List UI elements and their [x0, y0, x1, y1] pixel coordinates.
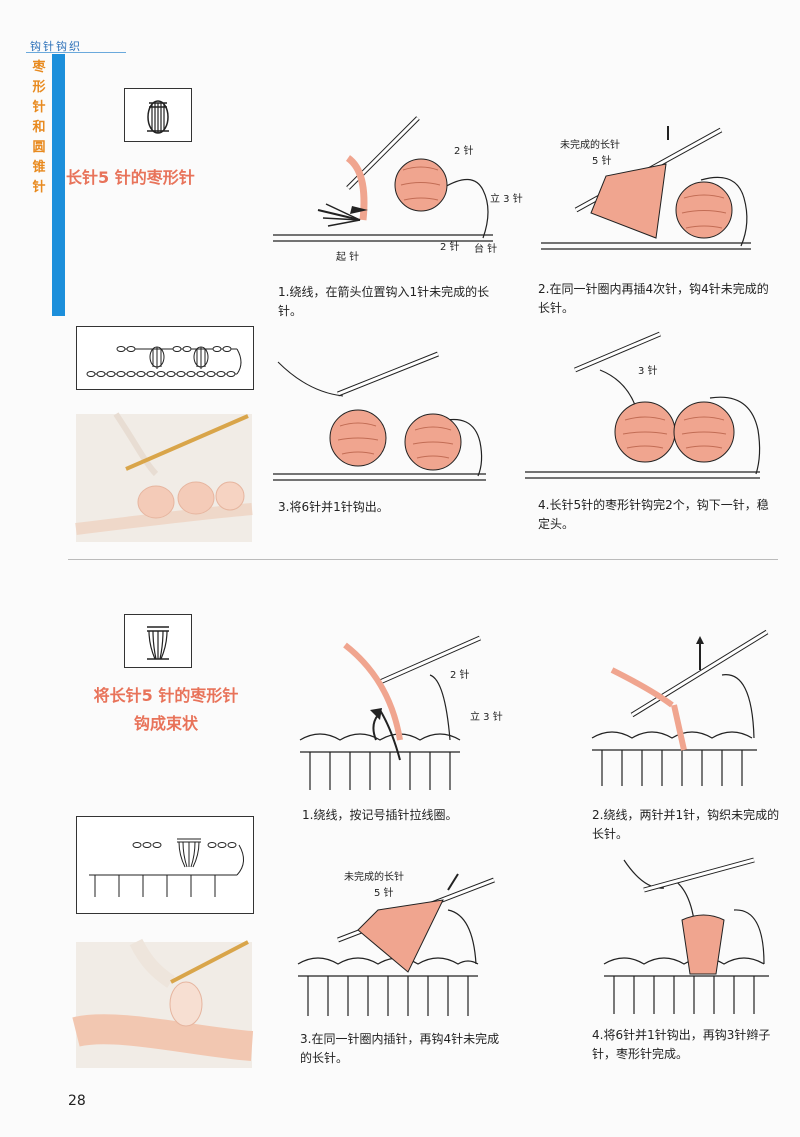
section1-stitch-chart: [76, 326, 254, 390]
section1-step1-illustration: 2 针 立 3 针 起 针 2 针 台 针: [273, 116, 523, 263]
sidebar-char: 形: [32, 80, 46, 95]
header-rule: [26, 52, 126, 53]
section1-step4-illustration: 3 针: [525, 331, 761, 479]
bobble-bundle-symbol-icon: [147, 626, 169, 660]
sidebar-char: 针: [32, 180, 46, 195]
section2-step1-caption: 1.绕线，按记号插针拉线圈。: [302, 808, 458, 822]
step-label: 起 针: [336, 250, 359, 263]
section2-step3-caption: 3.在同一针圈内插针，再钩4针未完成的长针。: [300, 1032, 500, 1065]
section2-step4-illustration: [603, 857, 769, 1014]
photo-illustration: [75, 412, 253, 542]
sidebar-char: 针: [32, 100, 46, 115]
step-label: 立 3 针: [470, 710, 503, 723]
sidebar-char: 和: [32, 120, 46, 135]
step-label: 5 针: [592, 154, 612, 167]
bobble-stitch-symbol-icon: [147, 100, 169, 134]
section1-step1-caption: 1.绕线，在箭头位置钩入1针未完成的长针。: [278, 285, 490, 318]
sidebar-vertical-title: 枣 形 针 和 圆 锥 针: [32, 58, 46, 198]
step-label: 2 针: [440, 240, 460, 253]
photo-illustration: [72, 938, 254, 1068]
step-label: 2 针: [450, 668, 470, 681]
section2-stitch-chart: [76, 816, 254, 914]
chart-diagram: [89, 838, 244, 897]
section1-photo: [75, 412, 253, 542]
sidebar-char: 锥: [32, 160, 46, 175]
section1-step2-illustration: 未完成的长针 5 针: [541, 126, 751, 250]
section2-step2-illustration: [591, 629, 769, 786]
sidebar-char: 圆: [32, 140, 46, 155]
section2-title-line1: 将长针5 针的枣形针: [93, 686, 239, 705]
page-number: 28: [68, 1093, 86, 1109]
bobble-bundle-symbol-box: [124, 614, 192, 668]
section1-step4-caption: 4.长针5针的枣形针钩完2个，钩下一针，稳定头。: [538, 498, 769, 531]
section1-title: 长针5 针的枣形针: [66, 168, 195, 187]
step-label: 5 针: [374, 886, 394, 899]
section2-title-line2: 钩成束状: [133, 714, 198, 733]
section2-step4-caption: 4.将6针并1针钩出，再钩3针辫子针，枣形针完成。: [592, 1028, 771, 1061]
section1-step3-illustration: [273, 351, 486, 481]
section-divider: [68, 559, 778, 560]
bobble-symbol-box: [124, 88, 192, 142]
section2-step1-illustration: 2 针 立 3 针: [299, 635, 503, 790]
step-label: 2 针: [454, 144, 474, 157]
sidebar-char: 枣: [32, 60, 46, 75]
step-label: 未完成的长针: [344, 870, 404, 883]
section2-title: 将长针5 针的枣形针 钩成束状: [66, 682, 266, 738]
chart-diagram: [86, 346, 242, 377]
section2-photo: [72, 938, 254, 1068]
step-label: 3 针: [638, 364, 658, 377]
step-label: 台 针: [474, 242, 497, 255]
section2-step2-caption: 2.绕线，两针并1针，钩织未完成的长针。: [592, 808, 780, 841]
section2-step3-illustration: 未完成的长针 5 针: [297, 870, 495, 1016]
header-category: 钩针钩织: [30, 40, 82, 53]
step-label: 立 3 针: [490, 192, 523, 205]
sidebar-accent-bar: [52, 54, 65, 316]
section1-step3-caption: 3.将6针并1针钩出。: [278, 500, 389, 514]
section1-step2-caption: 2.在同一针圈内再插4次针，钩4针未完成的长针。: [538, 282, 769, 315]
step-label: 未完成的长针: [560, 138, 620, 151]
